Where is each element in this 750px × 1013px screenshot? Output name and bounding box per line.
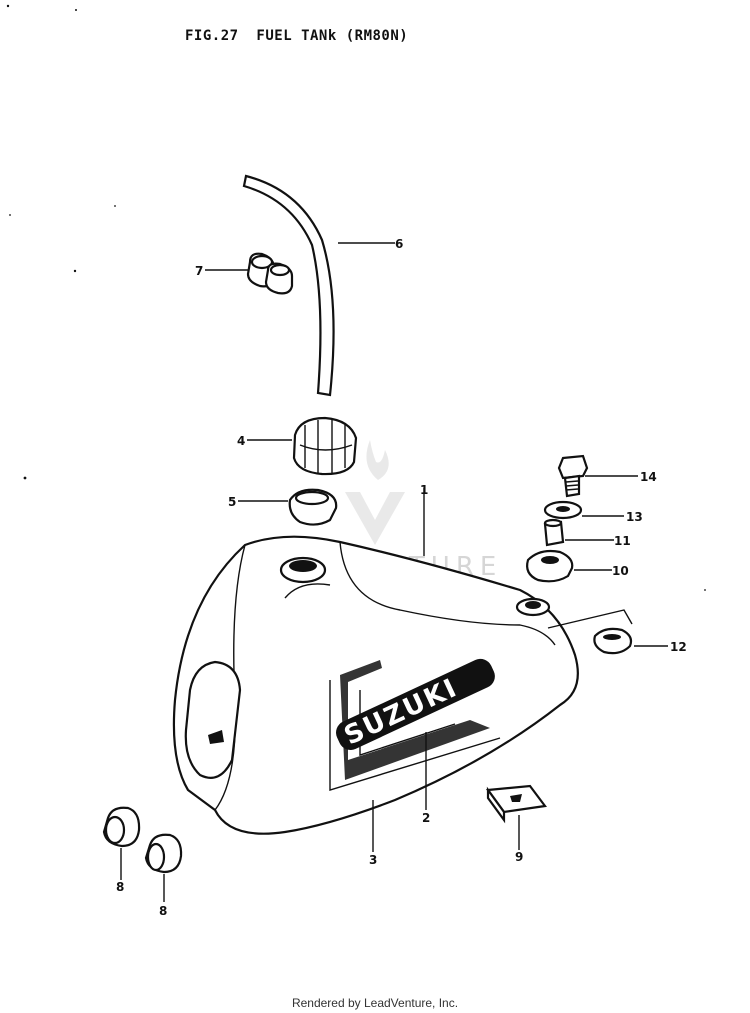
fuel-cap [292, 416, 358, 476]
fuel-tank [172, 535, 579, 835]
rear-cushion [593, 627, 633, 655]
callout-2: 2 [422, 811, 430, 825]
washer [543, 500, 583, 520]
cap-gasket [288, 488, 338, 526]
callout-5: 5 [228, 495, 236, 509]
callout-8b: 8 [159, 904, 167, 918]
callout-8a: 8 [116, 880, 124, 894]
callout-10: 10 [612, 564, 629, 578]
callout-4: 4 [237, 434, 245, 448]
callout-13: 13 [626, 510, 643, 524]
callout-1: 1 [420, 483, 428, 497]
callout-11: 11 [614, 534, 631, 548]
callout-12: 12 [670, 640, 687, 654]
scan-noise [6, 4, 706, 591]
tank-clip [485, 784, 547, 824]
grommet-lower [144, 833, 183, 874]
callout-7: 7 [195, 264, 203, 278]
callout-6: 6 [395, 237, 403, 251]
grommet-upper [102, 806, 141, 848]
callout-9: 9 [515, 850, 523, 864]
breather-hose [242, 174, 335, 397]
footer-credit: Rendered by LeadVenture, Inc. [291, 996, 459, 1010]
rubber-cushion [526, 549, 574, 583]
collar [543, 518, 565, 547]
callout-14: 14 [640, 470, 657, 484]
callout-3: 3 [369, 853, 377, 867]
figure-title: FIG.27 FUEL TANk (RM80N) [185, 28, 409, 44]
hose-clamps [246, 252, 294, 295]
mounting-bolt [557, 454, 589, 498]
